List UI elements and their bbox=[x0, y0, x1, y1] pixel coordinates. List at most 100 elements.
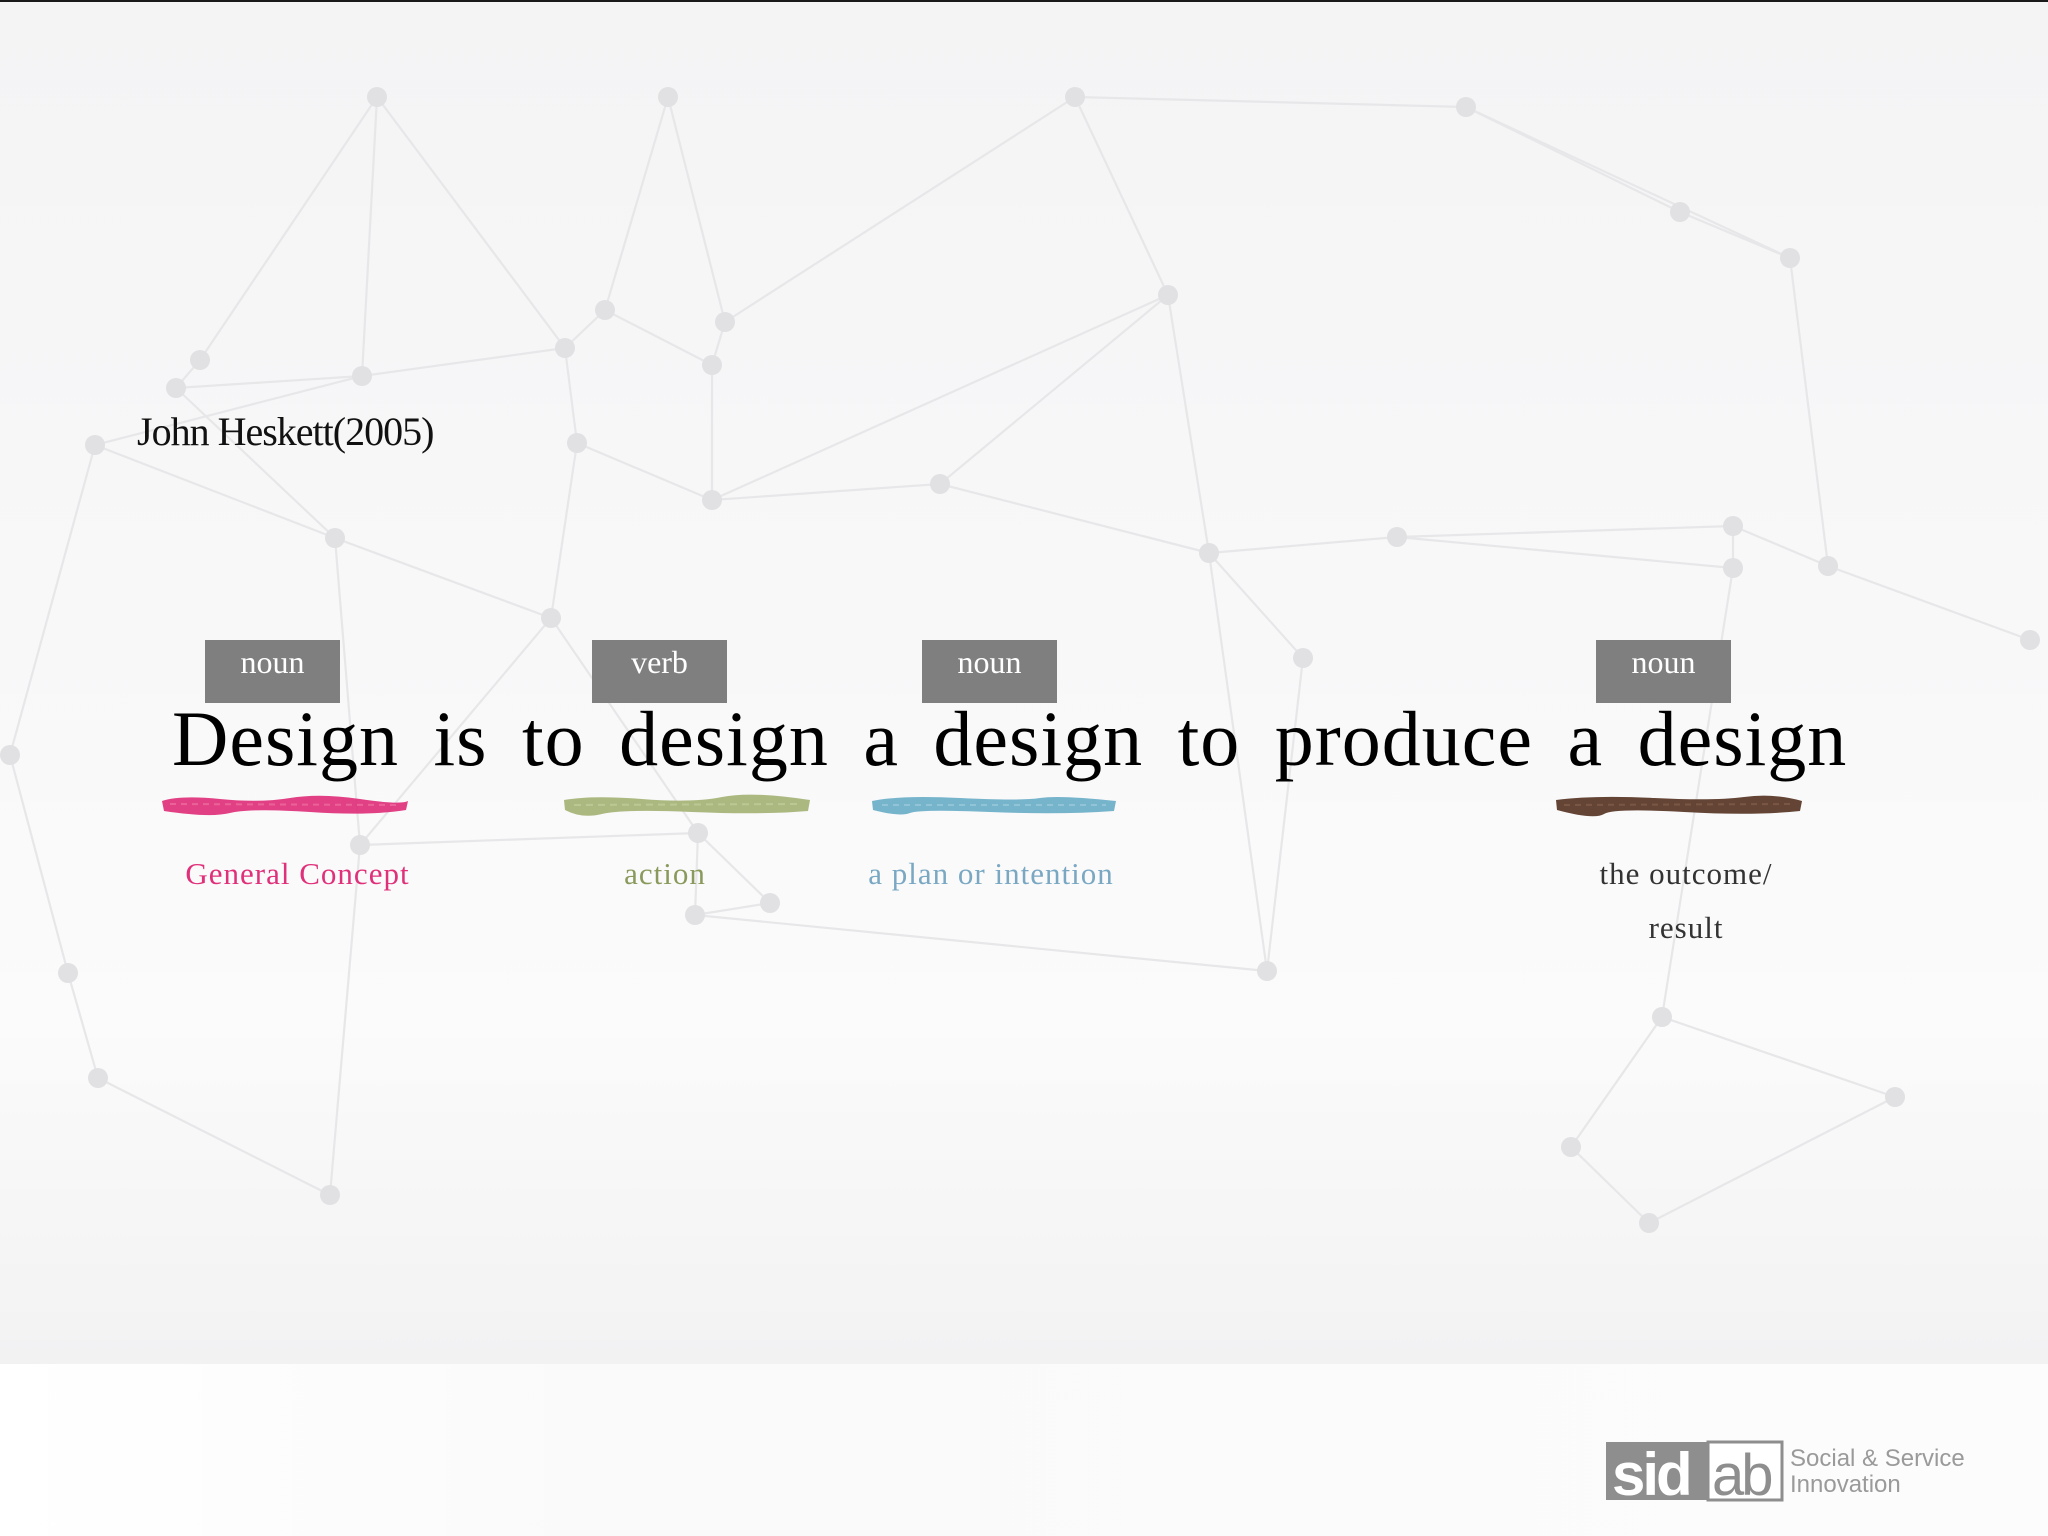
network-edge bbox=[1396, 535, 1734, 570]
network-edge bbox=[576, 441, 713, 502]
network-edge bbox=[334, 536, 552, 620]
network-node bbox=[1652, 1007, 1672, 1027]
logo-line-1: Social & Service bbox=[1790, 1445, 1964, 1472]
network-edge bbox=[175, 374, 363, 390]
network-edge bbox=[604, 309, 713, 366]
meaning-outcome-line-1: the outcome/ bbox=[1599, 856, 1773, 891]
network-node bbox=[930, 474, 950, 494]
network-edge bbox=[1570, 1016, 1663, 1148]
network-edge bbox=[376, 96, 566, 349]
network-node bbox=[1293, 648, 1313, 668]
network-node bbox=[320, 1185, 340, 1205]
network-node bbox=[1723, 516, 1743, 536]
author-citation: John Heskett(2005) bbox=[137, 409, 434, 454]
network-node bbox=[58, 963, 78, 983]
pink-brush-underline bbox=[162, 795, 408, 816]
blue-brush-underline bbox=[872, 797, 1116, 815]
sidlab-logo: sid ab Social & Service Innovation bbox=[1606, 1440, 1964, 1504]
network-node bbox=[166, 378, 186, 398]
network-node bbox=[555, 338, 575, 358]
network-node bbox=[702, 490, 722, 510]
network-edge bbox=[666, 96, 727, 323]
green-brush-underline bbox=[564, 794, 810, 816]
network-edge bbox=[939, 482, 1210, 555]
top-border-line bbox=[0, 0, 2048, 2]
network-edge bbox=[66, 972, 100, 1079]
network-node bbox=[541, 608, 561, 628]
network-edge bbox=[1661, 1015, 1896, 1099]
network-edge bbox=[97, 1077, 331, 1196]
network-edge bbox=[94, 374, 363, 447]
network-edge bbox=[711, 293, 1169, 502]
network-node bbox=[715, 312, 735, 332]
design-sentence: Design is to design a design to produce … bbox=[172, 695, 1848, 782]
network-edge bbox=[694, 913, 1268, 973]
network-edge bbox=[1207, 552, 1269, 972]
network-node bbox=[0, 745, 20, 765]
network-edge bbox=[1074, 96, 1169, 296]
network-edge bbox=[8, 754, 70, 974]
network-node bbox=[567, 433, 587, 453]
network-node bbox=[1885, 1087, 1905, 1107]
network-background-graphic bbox=[0, 87, 2040, 1233]
part-of-speech-tag-3: noun bbox=[922, 640, 1057, 703]
meaning-outcome-line-2: result bbox=[1648, 910, 1724, 945]
part-of-speech-tag-1: noun bbox=[205, 640, 340, 703]
network-node bbox=[658, 87, 678, 107]
network-edge bbox=[550, 617, 699, 834]
network-node bbox=[367, 87, 387, 107]
network-node bbox=[685, 905, 705, 925]
network-edge bbox=[563, 347, 579, 444]
network-edge bbox=[724, 96, 1076, 323]
network-node bbox=[1780, 248, 1800, 268]
network-node bbox=[688, 823, 708, 843]
network-node bbox=[2020, 630, 2040, 650]
network-node bbox=[1723, 558, 1743, 578]
svg-text:sid: sid bbox=[1612, 1441, 1690, 1504]
network-edge bbox=[697, 832, 771, 904]
network-edge bbox=[333, 537, 362, 846]
network-edge bbox=[1166, 294, 1211, 554]
network-edge bbox=[1208, 552, 1304, 659]
network-edge bbox=[359, 831, 699, 847]
network-edge bbox=[939, 294, 1169, 485]
network-node bbox=[350, 835, 370, 855]
network-node bbox=[1456, 97, 1476, 117]
meaning-action: action bbox=[624, 856, 706, 891]
network-node bbox=[85, 435, 105, 455]
network-edge bbox=[360, 96, 379, 377]
brown-brush-underline bbox=[1556, 795, 1802, 817]
network-edge bbox=[1465, 106, 1791, 259]
network-node bbox=[1561, 1137, 1581, 1157]
network-edge bbox=[1265, 657, 1305, 972]
network-node bbox=[1818, 556, 1838, 576]
network-edge bbox=[694, 901, 771, 917]
meaning-general-concept: General Concept bbox=[185, 856, 410, 891]
network-edge bbox=[94, 443, 336, 540]
network-node bbox=[88, 1068, 108, 1088]
network-edge bbox=[1074, 95, 1467, 109]
network-edge bbox=[328, 844, 362, 1196]
network-node bbox=[702, 355, 722, 375]
network-edge bbox=[603, 96, 670, 311]
meaning-plan-or-intention: a plan or intention bbox=[868, 856, 1114, 891]
network-node bbox=[325, 528, 345, 548]
network-node bbox=[1158, 285, 1178, 305]
network-edge bbox=[1648, 1096, 1896, 1224]
network-edge bbox=[1396, 524, 1734, 539]
network-edge bbox=[1570, 1146, 1650, 1224]
network-edge bbox=[549, 442, 579, 619]
network-node bbox=[1387, 527, 1407, 547]
svg-text:ab: ab bbox=[1712, 1443, 1771, 1504]
network-node bbox=[1065, 87, 1085, 107]
network-edge bbox=[1208, 535, 1398, 555]
network-node bbox=[190, 350, 210, 370]
logo-line-2: Innovation bbox=[1790, 1471, 1901, 1498]
network-node bbox=[595, 300, 615, 320]
network-edge bbox=[1788, 257, 1830, 567]
network-node bbox=[1670, 202, 1690, 222]
network-edge bbox=[711, 482, 941, 502]
network-edge bbox=[8, 444, 97, 756]
part-of-speech-tag-4: noun bbox=[1596, 640, 1731, 703]
